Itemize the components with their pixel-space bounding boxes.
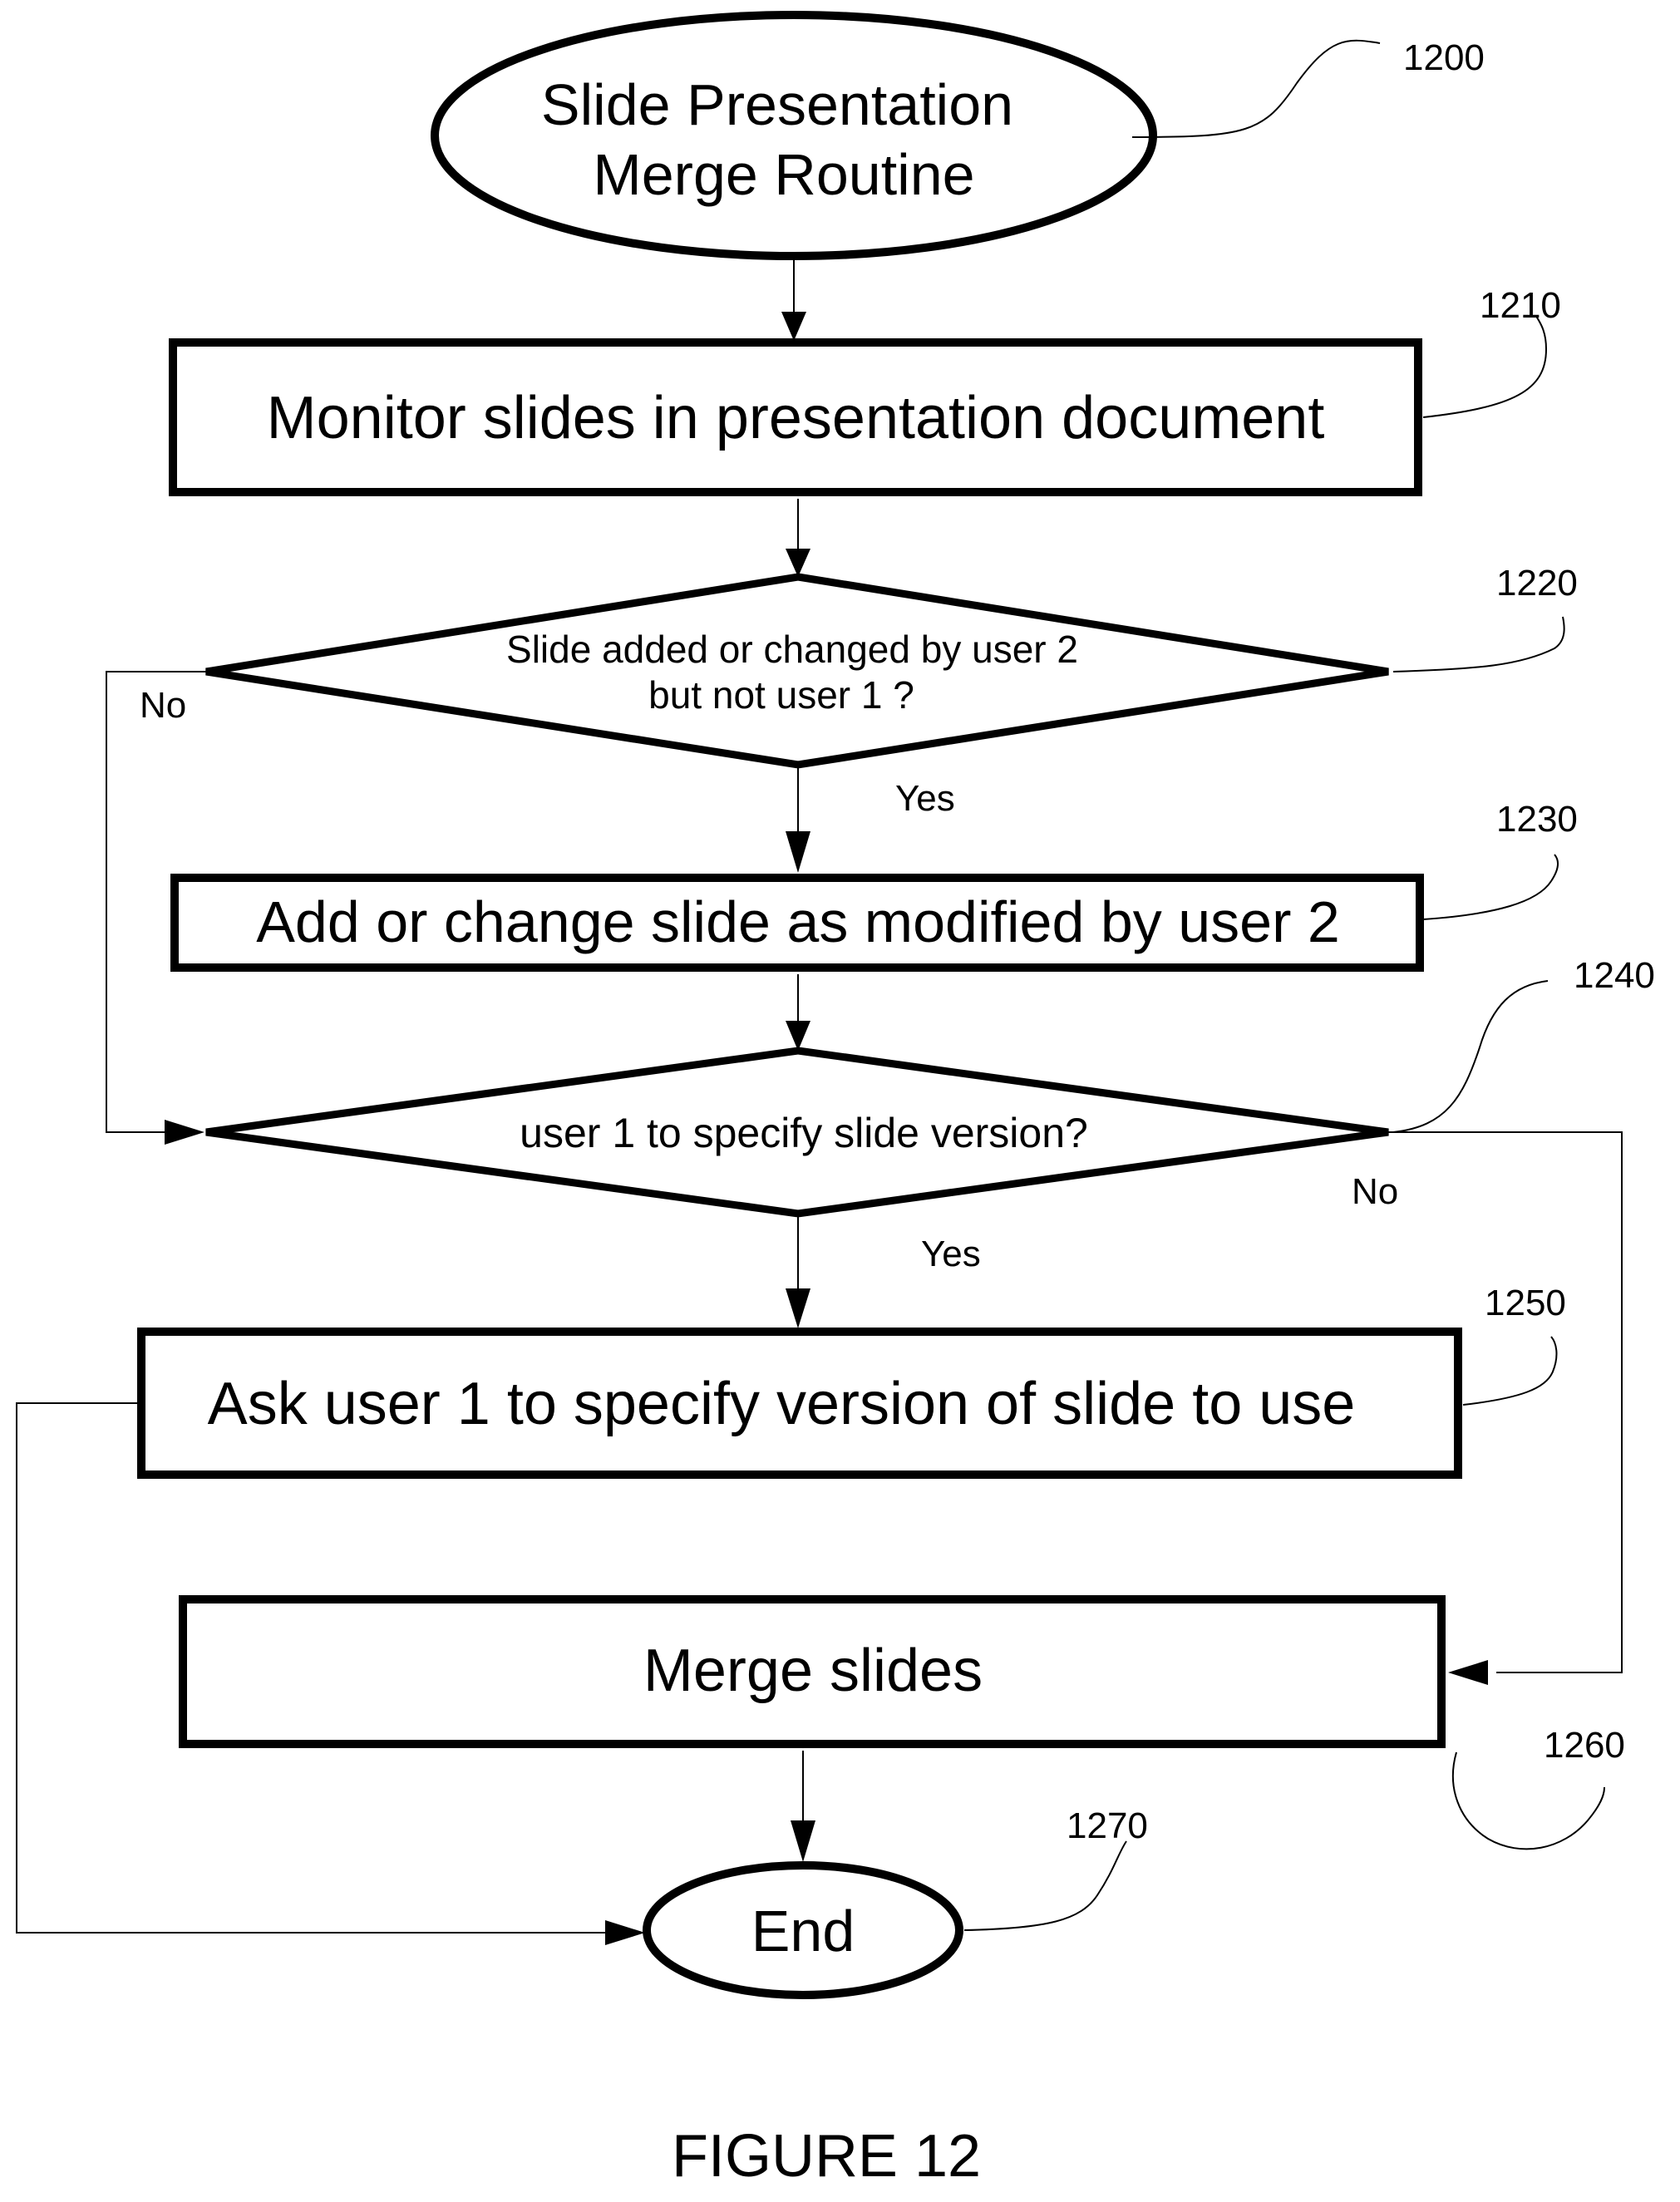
ref-number-1200: 1200: [1403, 37, 1485, 78]
arrowhead-decision-2-left: [165, 1120, 204, 1145]
ref-leader-1240: [1393, 981, 1548, 1132]
ref-number-1220: 1220: [1496, 563, 1578, 603]
decision-slide-added-or-changed: [206, 577, 1388, 765]
ref-leader-1270: [964, 1841, 1126, 1930]
end-terminal-label: End: [751, 1899, 855, 1963]
ref-number-1270: 1270: [1067, 1805, 1148, 1846]
process-add-or-change-slide-label: Add or change slide as modified by user …: [256, 889, 1340, 954]
decision-user-specify-version-label: user 1 to specify slide version?: [520, 1110, 1088, 1156]
arrowhead-decision-2-top: [786, 1021, 810, 1051]
ref-number-1210: 1210: [1480, 285, 1561, 326]
decision-slide-added-line-2: but not user 1 ?: [648, 673, 914, 717]
decision-slide-added-line-1: Slide added or changed by user 2: [506, 628, 1078, 671]
arrowhead-ask-user: [786, 1288, 810, 1328]
ref-number-1240: 1240: [1574, 955, 1655, 996]
arrowhead-monitor: [781, 312, 806, 341]
arrowhead-merge-right: [1448, 1660, 1488, 1685]
arrowhead-end-top: [791, 1820, 815, 1862]
edge-label-decision-1-no: No: [140, 685, 186, 726]
edge-label-decision-2-yes: Yes: [921, 1234, 981, 1274]
process-ask-user-version-label: Ask user 1 to specify version of slide t…: [208, 1371, 1356, 1437]
edge-label-decision-1-yes: Yes: [895, 778, 955, 819]
edge-label-decision-2-no: No: [1352, 1171, 1398, 1212]
ref-leader-1200: [1132, 41, 1380, 137]
ref-leader-1260: [1453, 1752, 1604, 1849]
ref-leader-1220: [1393, 617, 1564, 672]
figure-caption: FIGURE 12: [672, 2123, 981, 2190]
ref-number-1230: 1230: [1496, 799, 1578, 840]
ref-number-1260: 1260: [1544, 1725, 1625, 1766]
process-monitor-slides-label: Monitor slides in presentation document: [267, 385, 1325, 451]
ref-leader-1250: [1463, 1337, 1556, 1405]
arrowhead-end-left: [605, 1920, 645, 1945]
ref-number-1250: 1250: [1485, 1283, 1566, 1323]
process-merge-slides-label: Merge slides: [643, 1638, 983, 1704]
start-terminal-line-2: Merge Routine: [593, 142, 974, 207]
ref-leader-1230: [1423, 855, 1558, 919]
start-terminal-line-1: Slide Presentation: [541, 72, 1013, 137]
arrowhead-decision-1: [786, 549, 810, 577]
ref-leader-1210: [1423, 316, 1546, 417]
arrowhead-add-change: [786, 831, 810, 873]
